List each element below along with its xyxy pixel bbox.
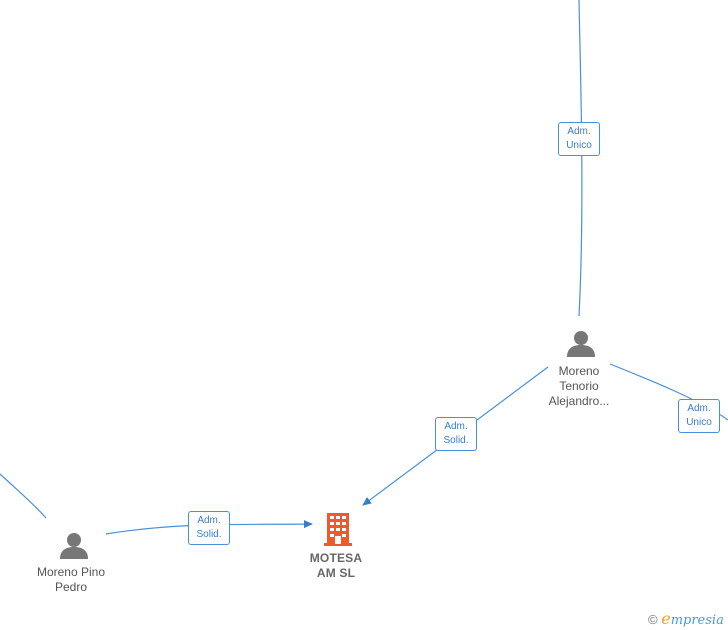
edge-label-line1: Adm. bbox=[444, 421, 468, 432]
person-icon[interactable] bbox=[60, 533, 88, 559]
edge-label-line2: Unico bbox=[686, 417, 712, 428]
person-icon[interactable] bbox=[567, 331, 595, 357]
company-name-line1: MOTESA bbox=[309, 551, 363, 565]
person-label-pedro[interactable]: Moreno Pino Pedro bbox=[16, 565, 126, 595]
edge-label-line2: Solid. bbox=[443, 435, 469, 446]
edge-label-alejandro-company[interactable]: Adm. Solid. bbox=[435, 417, 477, 451]
person-name-line1: Moreno bbox=[558, 364, 600, 378]
person-name-line2: Pedro bbox=[54, 580, 88, 594]
watermark: © empresia bbox=[648, 609, 724, 628]
edge-label-line1: Adm. bbox=[567, 126, 591, 137]
building-icon[interactable] bbox=[324, 513, 352, 546]
brand-initial: e bbox=[661, 609, 671, 628]
edge-label-right[interactable]: Adm. Unico bbox=[678, 399, 720, 433]
company-label[interactable]: MOTESA AM SL bbox=[296, 551, 376, 581]
copyright-symbol: © bbox=[648, 612, 658, 627]
person-name-line2: Tenorio bbox=[559, 379, 599, 393]
edge-label-line1: Adm. bbox=[687, 403, 711, 414]
edge-label-line2: Solid. bbox=[196, 529, 222, 540]
edge-label-top[interactable]: Adm. Unico bbox=[558, 122, 600, 156]
edge-label-line1: Adm. bbox=[197, 515, 221, 526]
brand-rest: mpresia bbox=[670, 613, 724, 628]
company-name-line2: AM SL bbox=[316, 566, 356, 580]
edge-top bbox=[578, 0, 583, 317]
edge-label-pedro-company[interactable]: Adm. Solid. bbox=[188, 511, 230, 545]
edge-label-line2: Unico bbox=[566, 140, 592, 151]
edge-left-offscreen bbox=[0, 473, 47, 519]
person-name-line3: Alejandro... bbox=[548, 394, 610, 408]
person-label-alejandro[interactable]: Moreno Tenorio Alejandro... bbox=[524, 364, 634, 409]
person-name-line1: Moreno Pino bbox=[36, 565, 106, 579]
